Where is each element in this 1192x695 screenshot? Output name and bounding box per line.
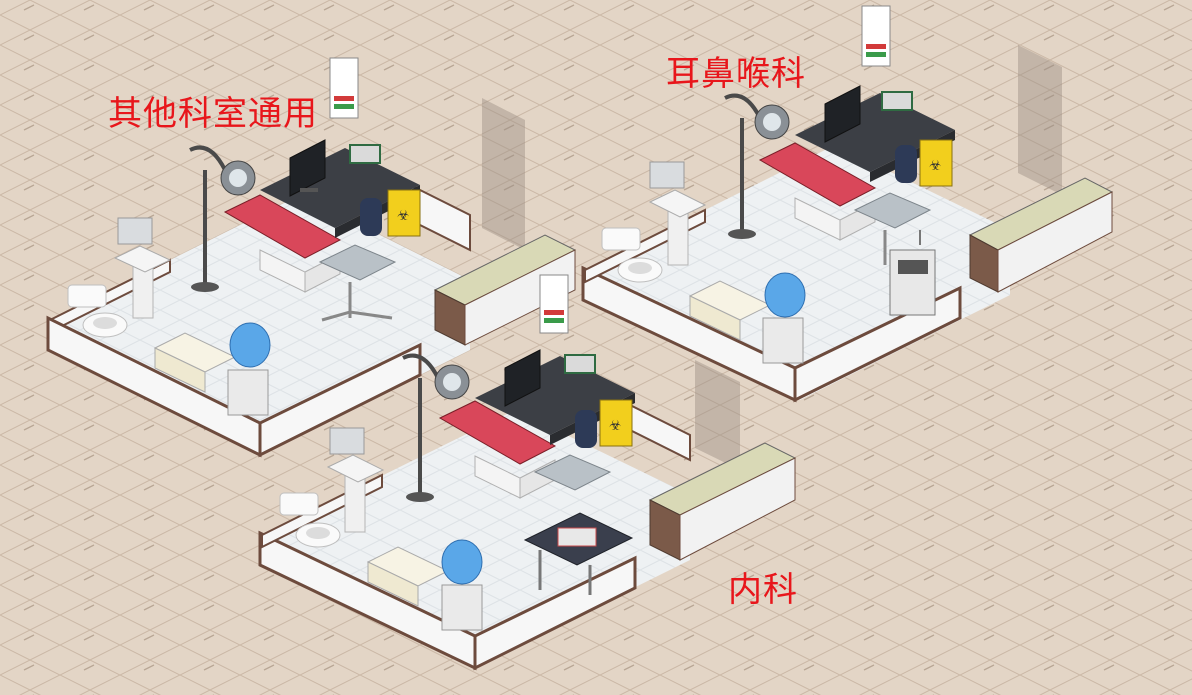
room-ent[interactable]: ☣ [581, 5, 1114, 403]
svg-text:☣: ☣ [929, 158, 942, 174]
sink-icon[interactable] [648, 189, 707, 266]
partition-icon [1018, 45, 1062, 195]
exam-lamp-icon[interactable] [189, 145, 256, 293]
sofa-icon[interactable] [968, 177, 1114, 293]
ent-unit-icon[interactable] [889, 230, 936, 316]
room-internal[interactable]: ☣ [258, 349, 797, 671]
water-dispenser-icon[interactable] [227, 322, 271, 416]
water-dispenser-icon[interactable] [762, 272, 806, 364]
side-table-icon[interactable] [523, 512, 634, 595]
paper-tray-icon [881, 91, 913, 111]
sink-icon[interactable] [113, 245, 172, 319]
monitor-icon[interactable] [504, 349, 541, 407]
water-dispenser-icon[interactable] [441, 539, 483, 631]
wall-front-right [258, 342, 422, 458]
toilet-icon[interactable] [67, 284, 128, 338]
toilet-icon[interactable] [279, 492, 341, 548]
hand-dryer-icon[interactable] [329, 427, 365, 455]
biohazard-bin-icon[interactable]: ☣ [919, 139, 953, 187]
instrument-cart-icon[interactable] [318, 244, 397, 322]
office-chair-icon[interactable] [895, 145, 917, 183]
toilet-icon[interactable] [601, 227, 663, 283]
sink-icon[interactable] [326, 454, 385, 533]
eye-chart-icon [329, 57, 359, 119]
office-chair-icon[interactable] [360, 198, 382, 236]
instrument-cart-icon[interactable] [853, 192, 932, 265]
cabinet-icon[interactable] [153, 332, 237, 393]
office-chair-icon[interactable] [575, 410, 597, 448]
biohazard-bin-icon[interactable]: ☣ [599, 399, 633, 447]
instrument-cart-icon[interactable] [533, 454, 612, 491]
hand-dryer-icon[interactable] [117, 217, 153, 245]
eye-chart-icon [539, 274, 569, 334]
room-label-ent: 耳鼻喉科 [666, 54, 806, 94]
partition-icon [695, 360, 740, 470]
monitor-icon[interactable] [824, 85, 861, 143]
sofa-icon[interactable] [433, 234, 577, 346]
room-label-general: 其他科室通用 [108, 94, 318, 134]
paper-tray-icon [564, 354, 596, 374]
partition-icon [482, 98, 525, 250]
monitor-icon[interactable] [289, 139, 326, 197]
svg-text:☣: ☣ [397, 208, 410, 224]
exam-lamp-icon[interactable] [402, 353, 470, 503]
exam-lamp-icon[interactable] [724, 93, 790, 240]
biohazard-bin-icon[interactable]: ☣ [387, 189, 421, 237]
wall-front-right [473, 555, 637, 671]
svg-text:☣: ☣ [609, 418, 622, 434]
sofa-icon[interactable] [648, 442, 797, 561]
eye-chart-icon [861, 5, 891, 67]
room-general[interactable]: ☣ [46, 57, 577, 458]
paper-tray-icon [349, 144, 381, 164]
room-label-internal: 内科 [728, 570, 798, 610]
hand-dryer-icon[interactable] [649, 161, 685, 189]
